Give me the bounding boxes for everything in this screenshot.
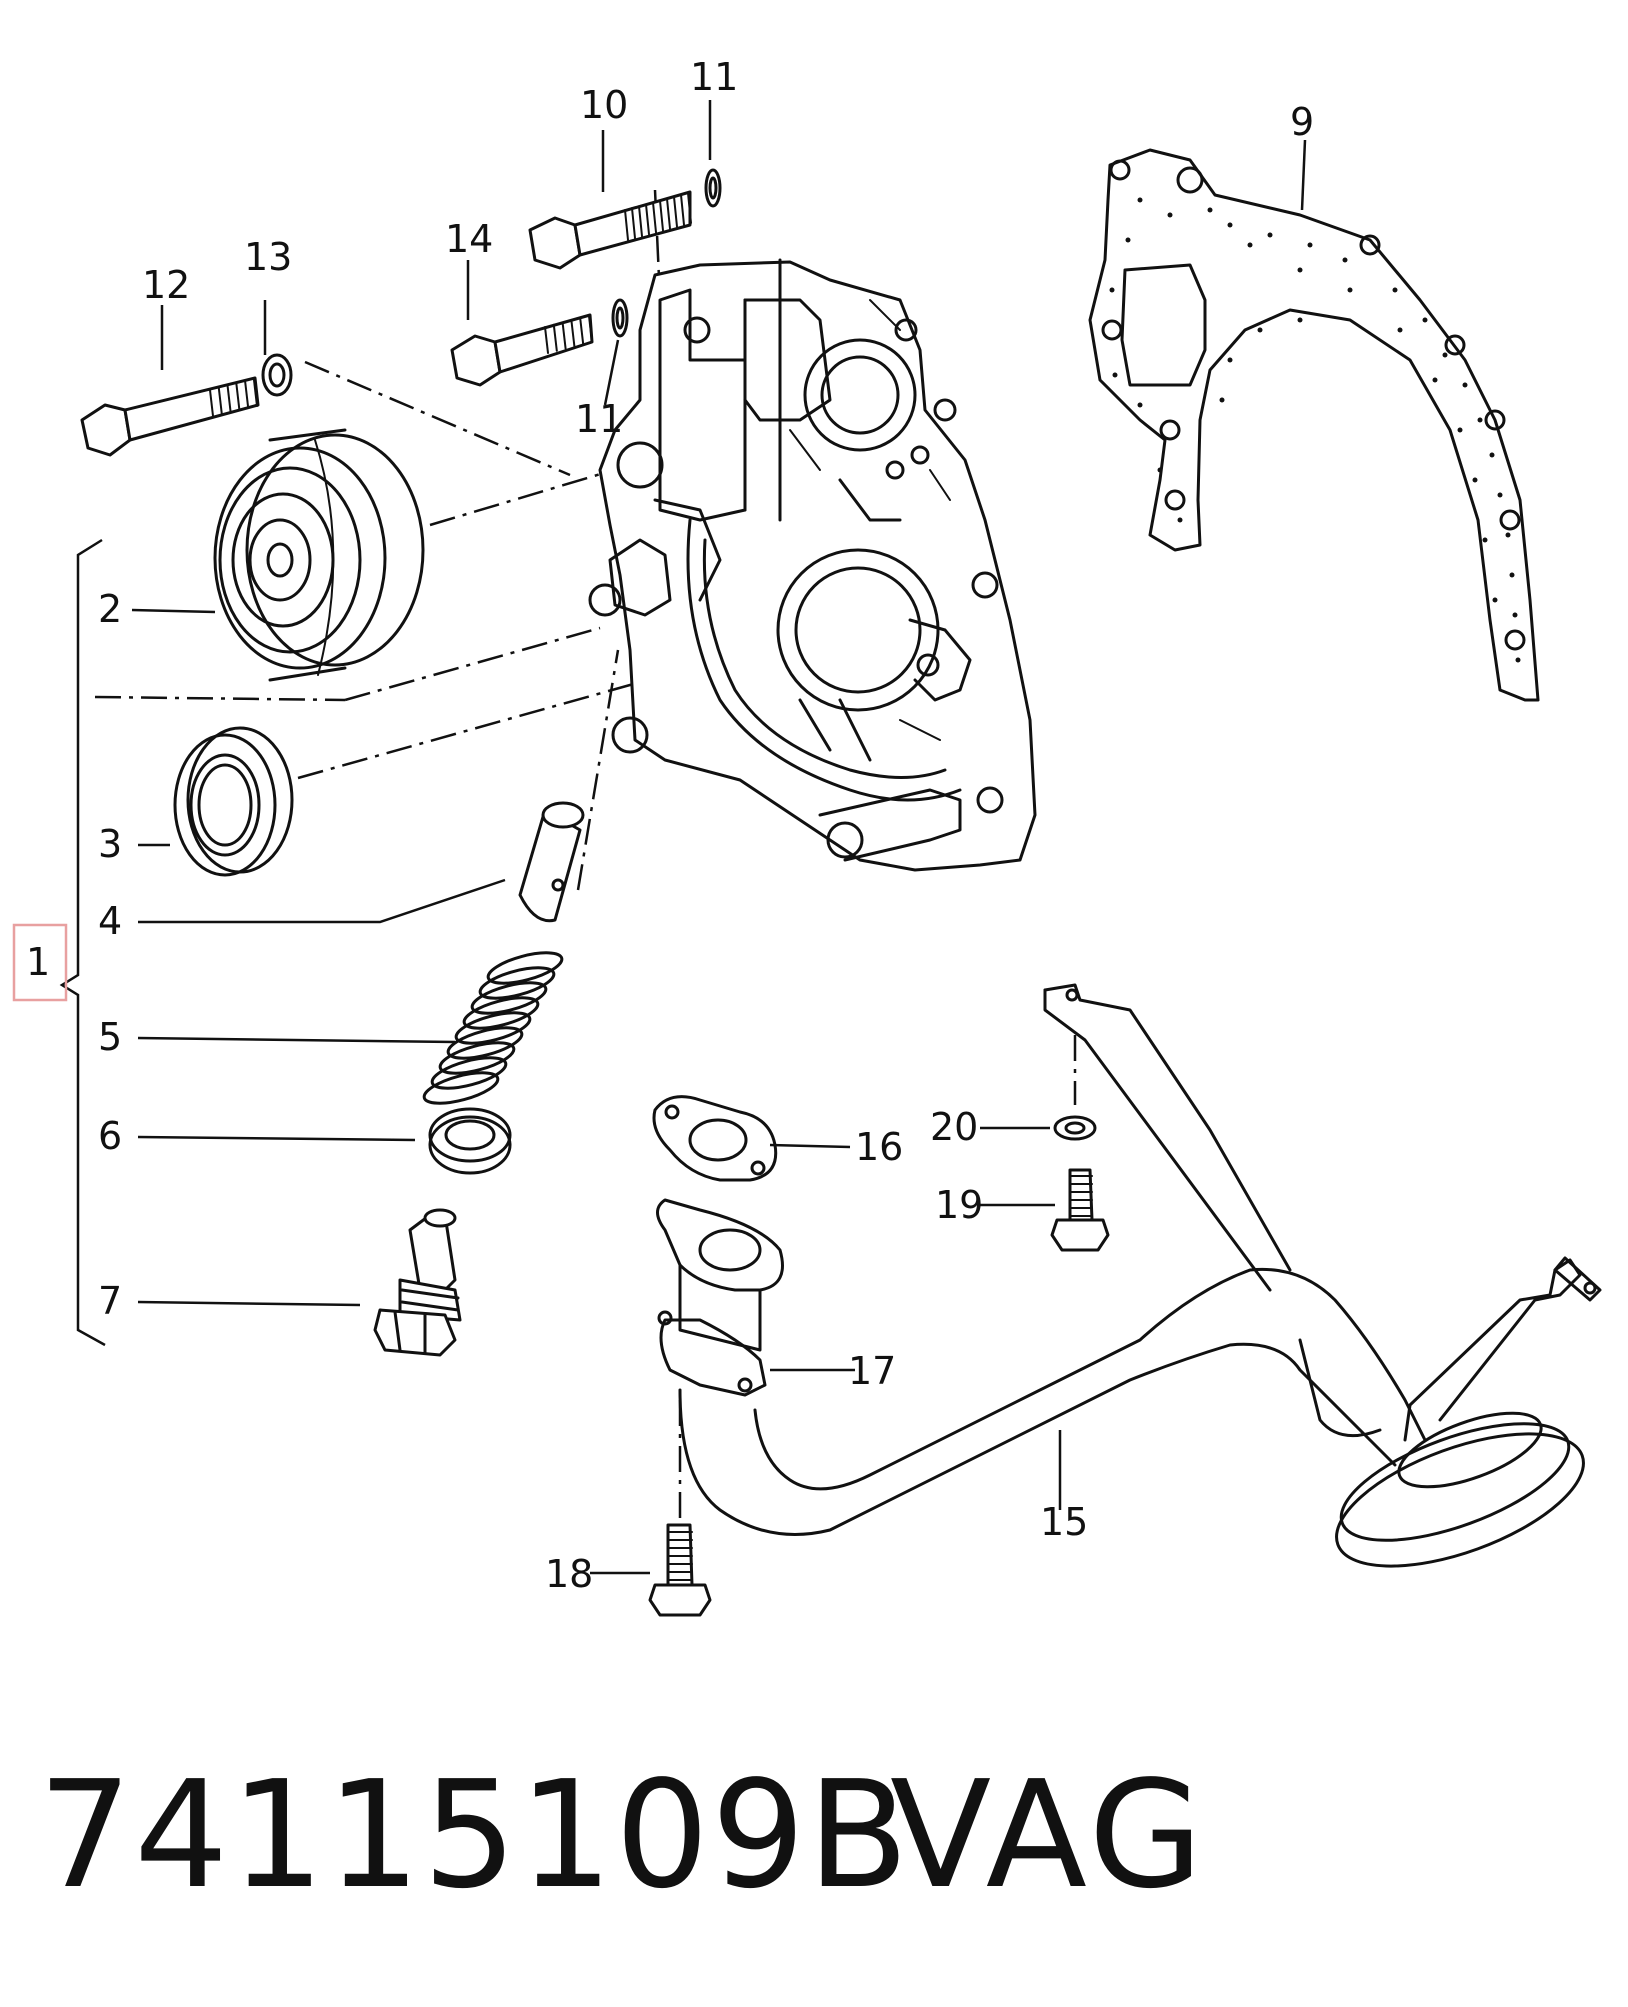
callout-4: 4 [98,899,122,943]
flange-gasket-part-16 [652,1095,778,1182]
plug-part-7 [373,1208,462,1357]
callout-2: 2 [98,587,122,631]
pickup-pipe-part-15 [656,983,1602,1568]
callout-19: 19 [935,1183,983,1227]
callout-1: 1 [26,940,50,984]
bolt-part-19 [1050,1168,1110,1252]
callout-15: 15 [1040,1500,1088,1544]
callout-14: 14 [445,217,493,261]
seal-part-3 [173,726,294,877]
bolt-part-18 [648,1523,712,1617]
piston-part-4 [518,801,585,923]
callout-11-bottom: 11 [575,397,623,441]
part-number: 74115109B [38,1749,911,1921]
washer-part-20 [1053,1115,1097,1141]
callout-17: 17 [848,1349,896,1393]
callout-7: 7 [98,1279,122,1323]
callout-20: 20 [930,1105,978,1149]
bolt-part-12 [80,376,260,457]
brand-name: VAG [890,1749,1208,1921]
parts-exploded-diagram: 1 2 3 4 5 6 7 9 10 11 11 12 13 14 15 16 … [12,55,1602,1617]
callout-3: 3 [98,822,122,866]
callout-16: 16 [855,1125,903,1169]
pump-housing [588,258,1037,872]
callout-12: 12 [142,263,190,307]
callout-18: 18 [545,1552,593,1596]
callout-13: 13 [244,235,292,279]
washer-part-11-upper [704,168,722,208]
spring-part-5 [422,951,564,1105]
washer-part-11-lower [611,298,629,338]
gasket-part-9 [1088,148,1540,702]
gear-part-2 [213,428,425,682]
highlight-box [12,923,68,1002]
washer-part-13 [261,353,293,397]
leader-lines [131,100,1307,1575]
callout-labels: 1 2 3 4 5 6 7 9 10 11 11 12 13 14 15 16 … [26,55,1314,1596]
gasket-perforation [1109,197,1521,663]
group-bracket-part-1 [12,538,106,1347]
bolt-part-14 [450,313,594,387]
callout-10: 10 [580,83,628,127]
callout-6: 6 [98,1114,122,1158]
callout-11-top: 11 [690,55,738,99]
washer-part-6 [428,1107,512,1175]
bolt-part-10 [528,190,692,270]
callout-9: 9 [1290,100,1314,144]
callout-5: 5 [98,1015,122,1059]
